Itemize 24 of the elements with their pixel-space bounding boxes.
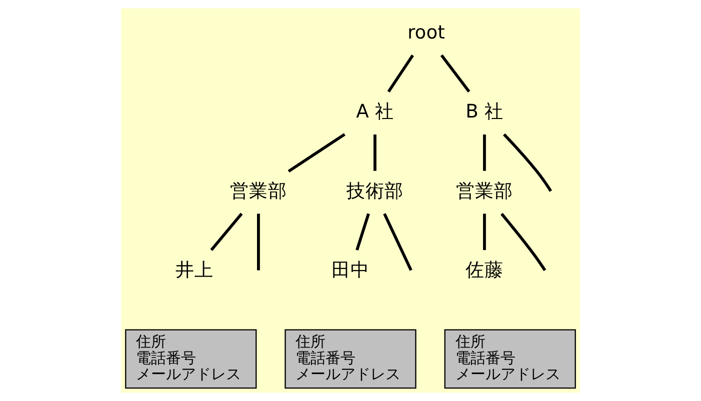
connector (500, 212, 546, 272)
connector (483, 134, 486, 171)
node-text: 田中 (332, 260, 370, 281)
node-text: 営業部 (456, 180, 513, 202)
connector (374, 134, 376, 171)
node-box: 住所 電話番号 メールアドレス (125, 329, 257, 389)
connector (288, 133, 346, 172)
node-text: 佐藤 (465, 260, 504, 281)
node-text: 営業部 (230, 180, 287, 202)
connector (483, 214, 486, 250)
connector (257, 214, 260, 270)
connector (383, 213, 412, 271)
connector (356, 213, 370, 251)
node-box: 住所 電話番号 メールアドレス (284, 329, 416, 389)
node-text: root (408, 22, 445, 44)
node-text: A 社 (356, 102, 394, 123)
connector (503, 133, 552, 192)
node-text: 井上 (175, 260, 214, 281)
node-text: B 社 (466, 102, 504, 123)
connector (387, 54, 414, 92)
node-box: 住所 電話番号 メールアドレス (444, 329, 576, 389)
connector (210, 212, 243, 251)
connector (440, 54, 470, 93)
node-text: 技術部 (346, 180, 404, 202)
